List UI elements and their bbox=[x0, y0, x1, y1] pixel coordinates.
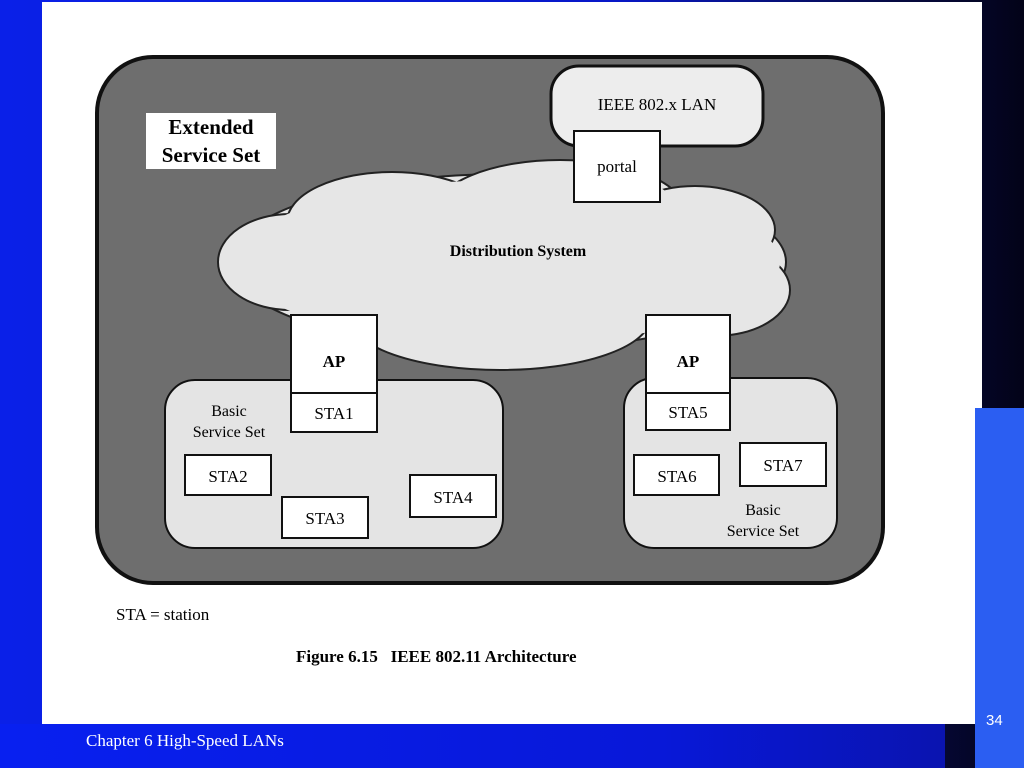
station-label-sta3: STA3 bbox=[305, 509, 344, 528]
station-box bbox=[184, 454, 272, 496]
footer-bar bbox=[0, 724, 945, 768]
bss-left-label-line1: Basic bbox=[211, 403, 247, 420]
decorative-accent-block bbox=[975, 408, 1024, 768]
page-number: 34 bbox=[986, 712, 1003, 729]
bss-left-label-line2: Service Set bbox=[193, 424, 266, 441]
station-box bbox=[290, 392, 378, 433]
ap-right-label: AP bbox=[677, 352, 700, 371]
station-box bbox=[409, 474, 497, 518]
ess-label-line1: Extended bbox=[168, 115, 254, 139]
station-label-sta4: STA4 bbox=[433, 488, 473, 507]
station-label-sta6: STA6 bbox=[657, 467, 696, 486]
lan-label: IEEE 802.x LAN bbox=[598, 95, 717, 114]
station-box bbox=[739, 442, 827, 487]
bss-right-label-line2: Service Set bbox=[727, 523, 800, 540]
figure-caption: Figure 6.15 IEEE 802.11 Architecture bbox=[296, 647, 577, 666]
ap-right-box bbox=[645, 314, 731, 394]
legend-text: STA = station bbox=[116, 605, 210, 624]
ess-label-line2: Service Set bbox=[162, 143, 261, 167]
station-box bbox=[645, 392, 731, 431]
station-box bbox=[633, 454, 720, 496]
station-label-sta2: STA2 bbox=[208, 467, 247, 486]
cloud-fill-overlay bbox=[224, 166, 784, 364]
distribution-system-label: Distribution System bbox=[450, 243, 587, 260]
ap-left-box bbox=[290, 314, 378, 394]
ap-left-label: AP bbox=[323, 352, 346, 371]
portal-box bbox=[573, 130, 661, 203]
footer-chapter-title: Chapter 6 High-Speed LANs bbox=[86, 731, 284, 750]
station-box bbox=[281, 496, 369, 539]
portal-label: portal bbox=[597, 157, 637, 176]
bss-right-label-line1: Basic bbox=[745, 502, 781, 519]
ess-label-box bbox=[146, 113, 276, 169]
station-label-sta5: STA5 bbox=[668, 403, 707, 422]
station-label-sta7: STA7 bbox=[763, 456, 803, 475]
station-label-sta1: STA1 bbox=[314, 404, 353, 423]
